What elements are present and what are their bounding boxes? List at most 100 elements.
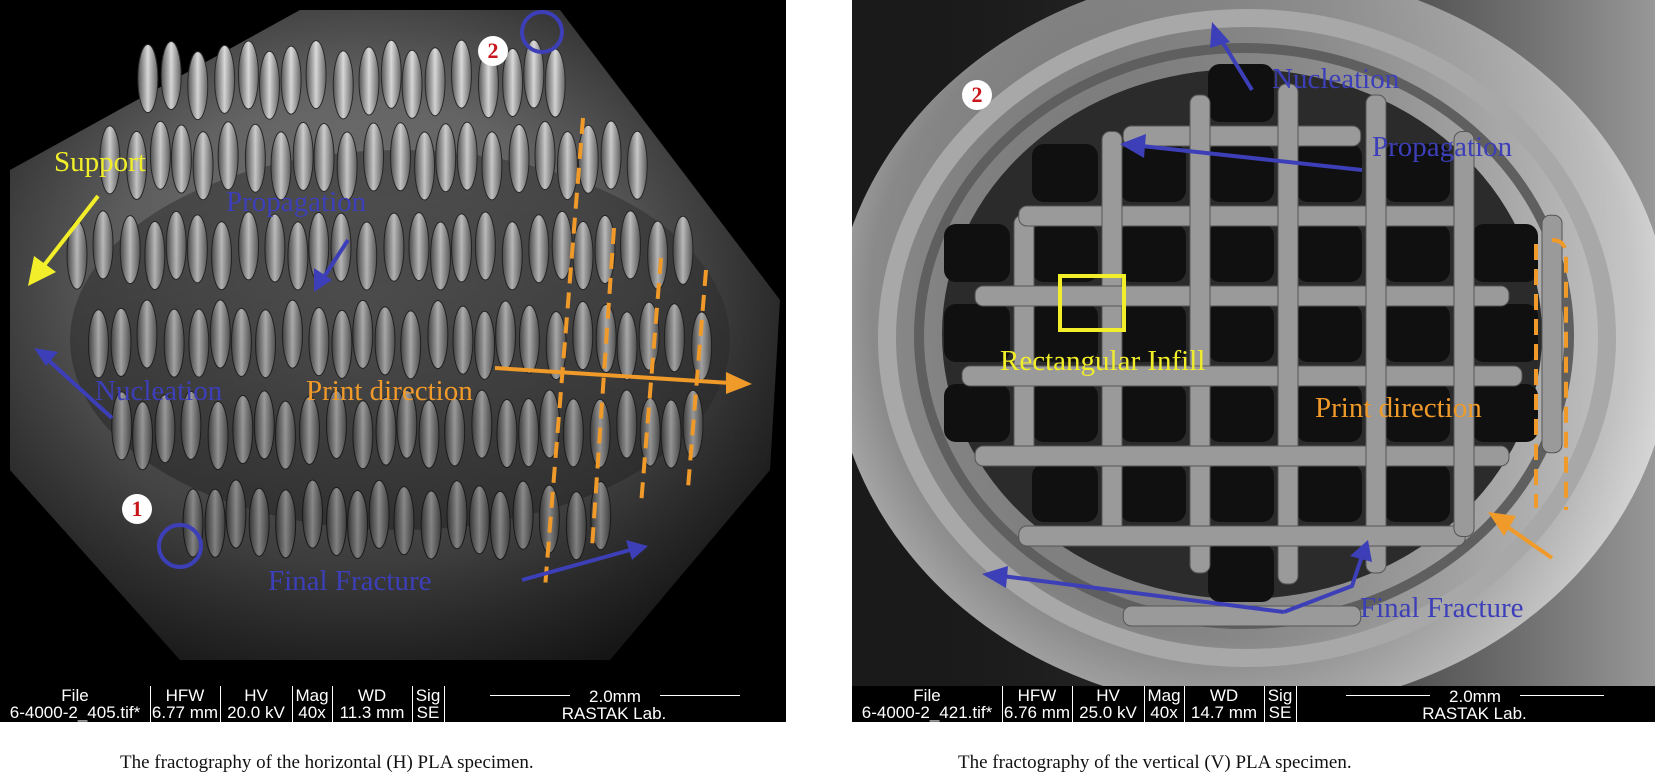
propagation-label: Propagation xyxy=(226,186,367,218)
hv-header: HV xyxy=(244,686,268,705)
sem-image-horizontal: Support Propagation Nucleation Print dir… xyxy=(0,0,786,722)
hfw-cell: HFW 6.77 mm xyxy=(150,686,221,722)
infill-bar-vertical xyxy=(1101,131,1123,537)
infill-bar-vertical xyxy=(1453,131,1475,537)
caption-horizontal: The fractography of the horizontal (H) P… xyxy=(120,752,534,773)
mag-header: Mag xyxy=(295,686,329,705)
infill-cell xyxy=(1296,144,1362,202)
infill-cell xyxy=(1032,224,1098,282)
print-direction-label: Print direction xyxy=(1315,392,1482,424)
mag-cell: Mag 40x xyxy=(1144,686,1185,722)
infill-bar-horizontal xyxy=(1122,605,1362,627)
infill-bar-vertical xyxy=(1189,94,1211,574)
support-arrow xyxy=(28,194,100,286)
infill-cell xyxy=(1208,224,1274,282)
infill-bar-vertical xyxy=(1541,214,1563,454)
marker-badge-2: 2 xyxy=(962,80,992,110)
infill-cell xyxy=(1384,464,1450,522)
sig-cell: Sig SE xyxy=(1264,686,1297,722)
infill-highlight-box xyxy=(1058,274,1126,332)
mag-cell: Mag 40x xyxy=(292,686,333,722)
infill-cell xyxy=(1384,384,1450,442)
support-label: Support xyxy=(54,146,146,178)
sem-info-bar: File 6-4000-2_405.tif* HFW 6.77 mm HV 20… xyxy=(0,686,786,722)
hfw-header: HFW xyxy=(1017,686,1057,705)
fracture-surface-vertical xyxy=(852,0,1655,686)
infill-cell xyxy=(1296,384,1362,442)
sem-info-bar: File 6-4000-2_421.tif* HFW 6.76 mm HV 25… xyxy=(852,686,1655,722)
infill-cell xyxy=(1032,464,1098,522)
region-circle-2 xyxy=(520,10,564,54)
infill-cell xyxy=(944,304,1010,362)
propagation-label: Propagation xyxy=(1372,131,1513,163)
infill-bar-vertical xyxy=(1277,83,1299,585)
infill-cell xyxy=(1208,464,1274,522)
infill-cell xyxy=(1472,304,1538,362)
infill-cell xyxy=(1384,224,1450,282)
sig-value: SE xyxy=(1268,703,1292,722)
infill-cell xyxy=(1296,464,1362,522)
marker-badge-2: 2 xyxy=(478,36,508,66)
lab-label: RASTAK Lab. xyxy=(1422,704,1527,722)
sig-value: SE xyxy=(416,703,440,722)
hfw-header: HFW xyxy=(165,686,205,705)
file-cell: File 6-4000-2_421.tif* xyxy=(852,686,1003,722)
infill-cell xyxy=(1296,304,1362,362)
final-fracture-arrow xyxy=(521,540,648,582)
infill-cell xyxy=(1032,384,1098,442)
print-direction-arrow xyxy=(494,366,752,394)
infill-cell xyxy=(1296,224,1362,282)
wd-header: WD xyxy=(357,686,387,705)
file-header: File xyxy=(61,686,89,705)
infill-bar-horizontal xyxy=(1018,205,1466,227)
scale-bar: 2.0mm RASTAK Lab. xyxy=(444,686,784,722)
infill-bar-vertical xyxy=(1365,94,1387,574)
infill-cell xyxy=(1208,544,1274,602)
infill-bar-vertical xyxy=(1013,214,1035,454)
scale-label: 2.0mm xyxy=(1449,687,1501,706)
mag-value: 40x xyxy=(1150,703,1178,722)
nucleation-label: Nucleation xyxy=(95,375,223,407)
wd-cell: WD 11.3 mm xyxy=(332,686,413,722)
infill-cell xyxy=(1032,304,1098,362)
hfw-value: 6.77 mm xyxy=(151,703,219,722)
fracture-surface-horizontal xyxy=(0,0,786,686)
propagation-arrow xyxy=(314,238,350,292)
hv-cell: HV 20.0 kV xyxy=(220,686,293,722)
infill-cell xyxy=(1120,384,1186,442)
infill-bar-horizontal xyxy=(1122,125,1362,147)
infill-cell xyxy=(1384,304,1450,362)
wd-value: 11.3 mm xyxy=(339,703,405,722)
infill-cell xyxy=(1120,464,1186,522)
propagation-arrow xyxy=(1120,134,1363,172)
infill-cell xyxy=(1032,144,1098,202)
print-direction-label: Print direction xyxy=(306,375,473,407)
infill-bar-horizontal xyxy=(974,445,1510,467)
scale-bar: 2.0mm RASTAK Lab. xyxy=(1296,686,1653,722)
nucleation-arrow xyxy=(1210,22,1254,92)
file-value: 6-4000-2_405.tif* xyxy=(9,703,141,722)
lab-label: RASTAK Lab. xyxy=(561,704,667,722)
file-header: File xyxy=(913,686,941,705)
infill-cell xyxy=(1208,304,1274,362)
final-fracture-label: Final Fracture xyxy=(268,565,432,597)
hv-value: 25.0 kV xyxy=(1079,703,1137,722)
infill-cell xyxy=(1472,224,1538,282)
file-value: 6-4000-2_421.tif* xyxy=(861,703,993,722)
infill-cell xyxy=(944,384,1010,442)
wd-cell: WD 14.7 mm xyxy=(1184,686,1265,722)
sig-cell: Sig SE xyxy=(412,686,445,722)
hv-cell: HV 25.0 kV xyxy=(1072,686,1145,722)
wd-header: WD xyxy=(1209,686,1239,705)
sig-header: Sig xyxy=(1267,686,1293,705)
nucleation-label: Nucleation xyxy=(1272,63,1400,95)
hv-header: HV xyxy=(1096,686,1120,705)
final-fracture-arrows xyxy=(1001,555,1364,614)
infill-cell xyxy=(1208,64,1274,122)
rectangular-infill-label: Rectangular Infill xyxy=(1000,345,1206,377)
nucleation-arrow xyxy=(34,348,114,420)
infill-cell xyxy=(1208,384,1274,442)
hfw-cell: HFW 6.76 mm xyxy=(1002,686,1073,722)
sig-header: Sig xyxy=(415,686,441,705)
sem-image-vertical: Nucleation Propagation Rectangular Infil… xyxy=(852,0,1655,722)
